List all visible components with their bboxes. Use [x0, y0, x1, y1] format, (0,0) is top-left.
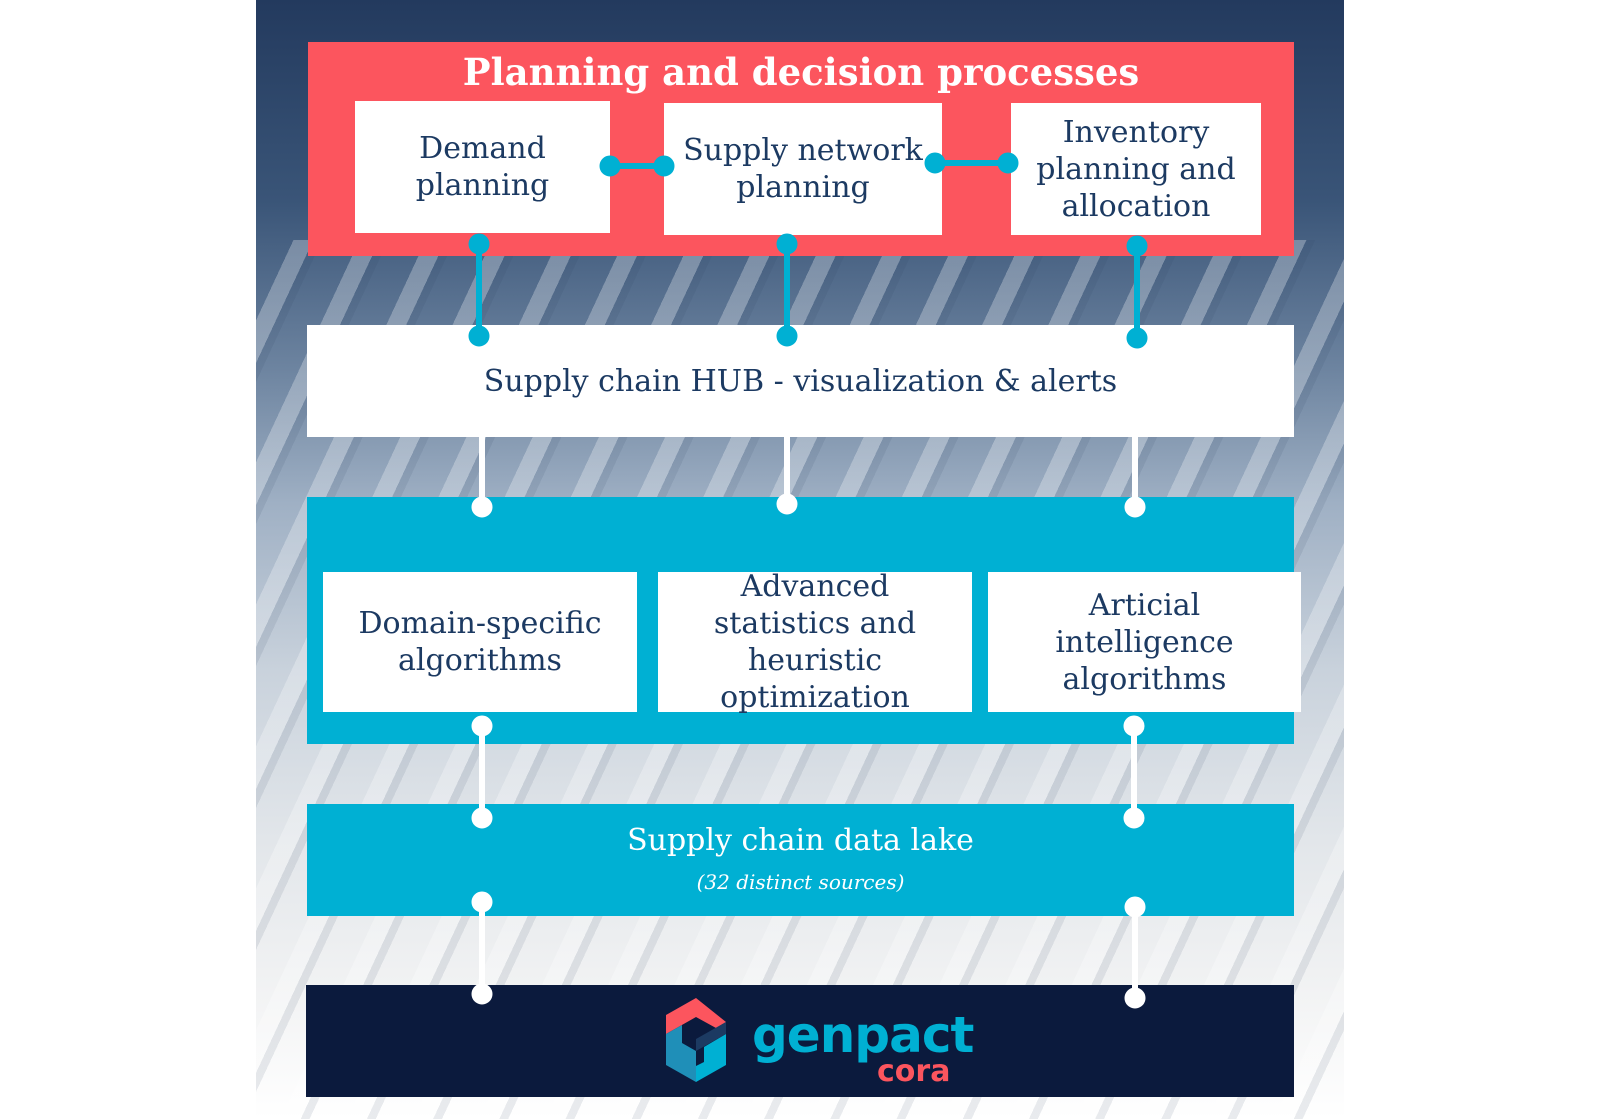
inventory-planning-box: Inventory planning and allocation — [1011, 103, 1261, 235]
domain-specific-algorithms-box: Domain-specific algorithms — [323, 572, 637, 712]
supply-network-planning-box: Supply network planning — [664, 103, 942, 235]
ai-algorithms-box: Articial intelligence algorithms — [988, 572, 1301, 712]
genpact-logo-text: genpact — [752, 1006, 974, 1064]
planning-to-hub-connectors — [468, 233, 1148, 349]
top-horizontal-connectors — [599, 152, 1019, 177]
lake-to-platform-connectors — [471, 891, 1146, 1009]
hub-to-analytics-connectors — [471, 437, 1146, 518]
cora-logo-text: cora — [877, 1054, 951, 1089]
analytics-to-lake-connectors — [471, 715, 1145, 829]
data-lake-subtitle: (32 distinct sources) — [696, 870, 905, 894]
genpact-logo-mark — [666, 998, 726, 1082]
planning-section-title: Planning and decision processes — [462, 50, 1140, 94]
data-lake-title: Supply chain data lake — [627, 823, 974, 858]
advanced-statistics-box: Advanced statistics and heuristic optimi… — [658, 569, 972, 715]
demand-planning-box: Demand planning — [355, 101, 610, 233]
supply-chain-hub: Supply chain HUB - visualization & alert… — [307, 325, 1294, 437]
